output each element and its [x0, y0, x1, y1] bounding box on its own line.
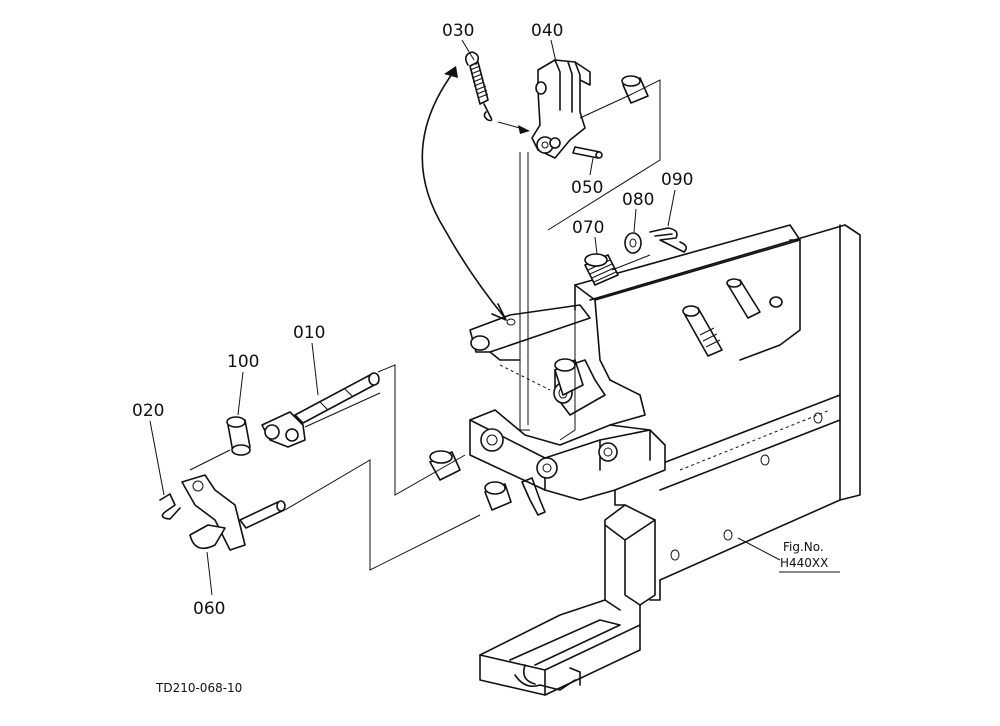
pin-050 — [572, 146, 603, 159]
cap-100 — [226, 416, 251, 456]
bracket-040 — [531, 59, 591, 159]
pedal-pin-060 — [181, 474, 286, 551]
fig-number: H440XX — [780, 556, 828, 570]
label-060: 060 — [193, 599, 225, 619]
label-030: 030 — [442, 21, 474, 41]
label-100: 100 — [227, 352, 259, 372]
reference-lines — [189, 66, 781, 571]
pedal-arm — [479, 504, 656, 696]
label-090: 090 — [661, 170, 693, 190]
clip-090 — [649, 227, 688, 253]
fig-label: Fig.No. — [783, 540, 824, 554]
label-070: 070 — [572, 218, 604, 238]
part-labels: 030 040 050 070 080 090 010 100 020 060 — [132, 21, 693, 619]
collar-upper — [621, 75, 649, 104]
label-080: 080 — [622, 190, 654, 210]
label-050: 050 — [571, 178, 603, 198]
label-020: 020 — [132, 401, 164, 421]
drawing-code: TD210-068-10 — [155, 681, 242, 695]
spring-030 — [464, 51, 493, 122]
main-frame — [574, 224, 861, 601]
label-010: 010 — [293, 323, 325, 343]
spring-070 — [584, 253, 619, 286]
washer-080 — [624, 232, 642, 254]
shaft-010 — [261, 372, 380, 448]
center-bracket — [469, 284, 666, 506]
label-040: 040 — [531, 21, 563, 41]
figure-number: Fig.No. H440XX — [779, 540, 840, 573]
clip-020 — [159, 493, 181, 520]
